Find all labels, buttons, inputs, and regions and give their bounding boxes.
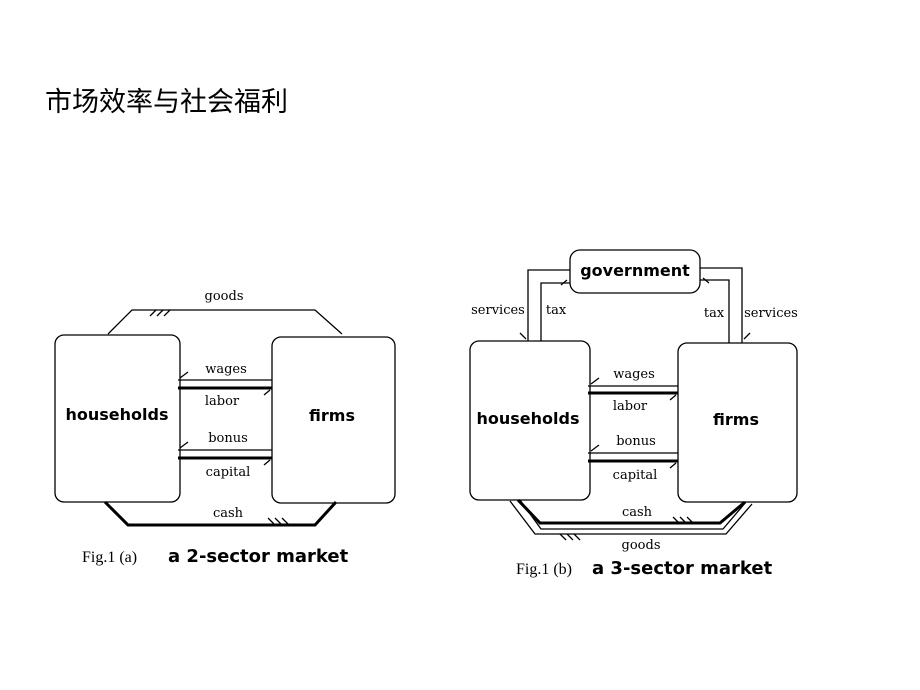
wages-label: wages <box>205 362 247 377</box>
goods-flow-inner <box>519 499 747 530</box>
households-box <box>469 340 591 501</box>
cash-label: cash <box>213 506 244 521</box>
goods-flow-outer <box>509 500 753 535</box>
firms-label: firms <box>309 406 355 425</box>
fig-a-caption-label: Fig.1 (a) <box>82 549 137 566</box>
government-box <box>569 249 701 294</box>
firms-box <box>677 342 798 503</box>
tax-right-flow <box>700 279 730 343</box>
tax-left-label: tax <box>546 303 567 318</box>
government-arrows-icon <box>519 277 751 340</box>
goods-label: goods <box>205 289 244 304</box>
capital-label: capital <box>613 468 658 483</box>
labor-label: labor <box>613 399 648 414</box>
labor-arrow-icon <box>669 394 677 401</box>
fig-b-3-sector-market: government services tax tax services wag… <box>469 249 798 579</box>
cash-label: cash <box>622 505 653 520</box>
goods-flow <box>107 309 343 335</box>
households-box <box>54 334 181 503</box>
labor-arrow-icon <box>263 389 271 396</box>
services-left-flow <box>527 269 570 341</box>
goods-arrow-ticks <box>149 309 171 317</box>
bonus-arrow-icon <box>590 444 600 452</box>
fig-a-2-sector-market: goods wages labor bonus capital cash hou… <box>54 289 396 567</box>
households-label: households <box>477 409 580 428</box>
fig-b-caption-title: a 3-sector market <box>592 558 773 579</box>
wages-label: wages <box>613 367 655 382</box>
capital-arrow-icon <box>263 459 271 466</box>
fig-a-caption-title: a 2-sector market <box>168 546 349 567</box>
services-right-label: services <box>744 306 798 321</box>
bonus-label: bonus <box>208 431 248 446</box>
government-label: government <box>580 261 690 280</box>
services-left-label: services <box>471 303 525 318</box>
cash-arrow-ticks <box>672 516 694 524</box>
services-right-flow <box>700 267 743 343</box>
bonus-arrow-icon <box>179 441 189 449</box>
wages-arrow-icon <box>179 371 189 379</box>
households-label: households <box>66 405 169 424</box>
cash-arrow-ticks <box>267 517 289 525</box>
goods-label: goods <box>622 538 661 553</box>
goods-arrow-ticks <box>559 533 581 541</box>
capital-label: capital <box>206 465 251 480</box>
cash-flow <box>103 500 338 527</box>
fig-b-caption-label: Fig.1 (b) <box>516 561 572 578</box>
wages-arrow-icon <box>590 377 600 385</box>
capital-arrow-icon <box>669 462 677 469</box>
tax-right-label: tax <box>704 306 725 321</box>
slide-title: 市场效率与社会福利 <box>45 87 288 118</box>
firms-label: firms <box>713 410 759 429</box>
tax-left-flow <box>540 282 570 341</box>
labor-label: labor <box>205 394 240 409</box>
bonus-label: bonus <box>616 434 656 449</box>
